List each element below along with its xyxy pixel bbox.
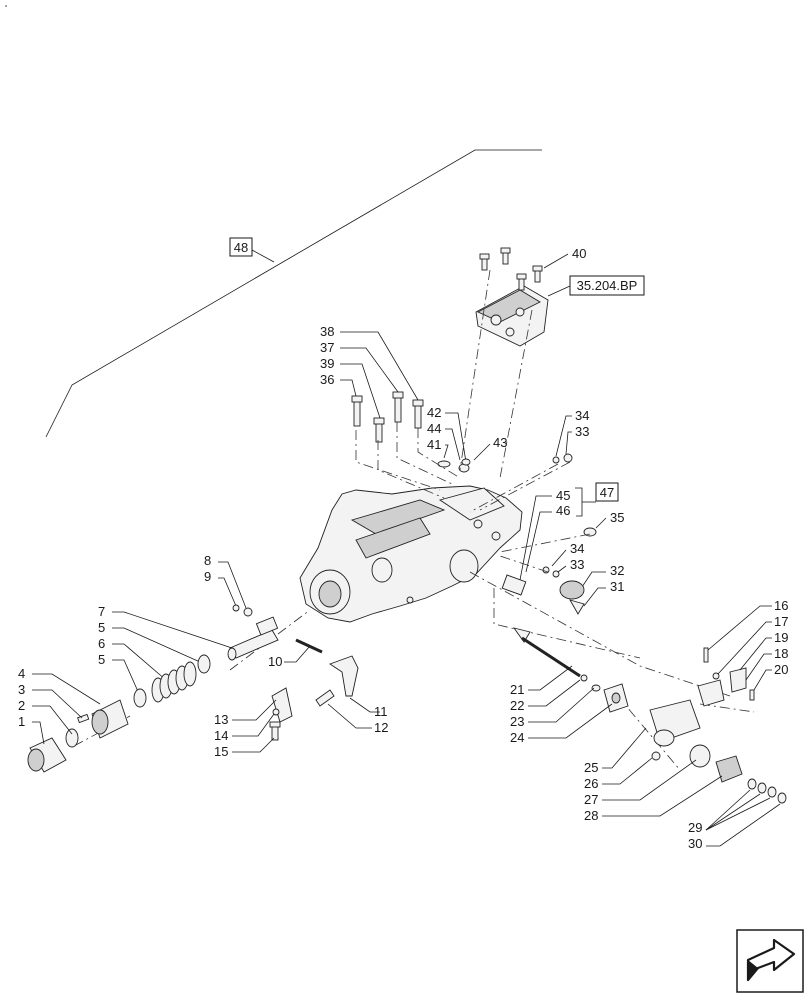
- svg-text:1: 1: [18, 714, 25, 729]
- svg-text:3: 3: [18, 682, 25, 697]
- callouts-45-46: 45 46: [501, 487, 596, 596]
- svg-text:24: 24: [510, 730, 524, 745]
- svg-text:38: 38: [320, 324, 334, 339]
- svg-text:33: 33: [570, 557, 584, 572]
- svg-text:2: 2: [18, 698, 25, 713]
- svg-text:19: 19: [774, 630, 788, 645]
- svg-text:43: 43: [493, 435, 507, 450]
- callouts-left-upper: 7 5 6 5: [98, 604, 233, 697]
- svg-text:6: 6: [98, 636, 105, 651]
- bolts-36-39: [351, 391, 424, 443]
- svg-text:31: 31: [610, 579, 624, 594]
- svg-text:37: 37: [320, 340, 334, 355]
- svg-text:47: 47: [600, 485, 614, 500]
- corner-dot: [5, 5, 7, 7]
- next-page-arrow-icon[interactable]: [736, 929, 804, 993]
- svg-text:35: 35: [610, 510, 624, 525]
- svg-text:5: 5: [98, 652, 105, 667]
- svg-text:9: 9: [204, 569, 211, 584]
- svg-text:35.204.BP: 35.204.BP: [577, 278, 638, 293]
- shaft-assembly-7: [227, 616, 279, 661]
- svg-text:33: 33: [575, 424, 589, 439]
- callouts-33-34-lower: 34 33: [542, 541, 584, 578]
- main-housing: [299, 485, 523, 623]
- svg-text:17: 17: [774, 614, 788, 629]
- ref-box-48[interactable]: 48: [229, 237, 253, 257]
- svg-text:23: 23: [510, 714, 524, 729]
- svg-text:28: 28: [584, 808, 598, 823]
- callouts-36-39: 38 37 39 36: [320, 324, 419, 419]
- svg-text:7: 7: [98, 604, 105, 619]
- lever-11-12: 11 12: [315, 655, 388, 735]
- callouts-31-32: 32 31: [559, 563, 624, 615]
- callout-40: 40: [572, 246, 586, 261]
- housing-parts-1-4: 4 3 2 1: [18, 666, 129, 773]
- svg-text:20: 20: [774, 662, 788, 677]
- svg-text:32: 32: [610, 563, 624, 578]
- svg-text:8: 8: [204, 553, 211, 568]
- svg-text:25: 25: [584, 760, 598, 775]
- washers-29-30: 29 30: [688, 778, 787, 851]
- leader-48: [45, 149, 542, 438]
- svg-text:13: 13: [214, 712, 228, 727]
- svg-text:11: 11: [374, 704, 388, 719]
- svg-text:5: 5: [98, 620, 105, 635]
- callout-35: 35: [583, 510, 624, 537]
- svg-text:16: 16: [774, 598, 788, 613]
- callouts-8-9: 8 9: [204, 553, 253, 617]
- ref-box-47[interactable]: 47: [595, 482, 619, 502]
- svg-text:42: 42: [427, 405, 441, 420]
- svg-text:14: 14: [214, 728, 228, 743]
- svg-text:15: 15: [214, 744, 228, 759]
- bracket-13-15: 13 14 15: [214, 687, 293, 759]
- svg-text:46: 46: [556, 503, 570, 518]
- svg-text:12: 12: [374, 720, 388, 735]
- rod-10: 10: [268, 638, 323, 669]
- svg-text:29: 29: [688, 820, 702, 835]
- svg-text:48: 48: [234, 240, 248, 255]
- callouts-33-34-upper: 34 33: [552, 408, 589, 464]
- callouts-41-44: 42 44 41 43: [427, 405, 507, 473]
- svg-text:36: 36: [320, 372, 334, 387]
- svg-text:30: 30: [688, 836, 702, 851]
- svg-text:44: 44: [427, 421, 441, 436]
- flange-25-28: 25 26 27 28: [584, 699, 743, 823]
- svg-text:41: 41: [427, 437, 441, 452]
- svg-text:18: 18: [774, 646, 788, 661]
- svg-text:26: 26: [584, 776, 598, 791]
- svg-text:45: 45: [556, 488, 570, 503]
- ref-box-35-204-bp[interactable]: 35.204.BP: [547, 275, 645, 297]
- washer-5-upper: [197, 654, 211, 674]
- svg-text:39: 39: [320, 356, 334, 371]
- valve-block: [475, 247, 549, 347]
- bracket-16-20: 16 17 19 18 20: [697, 598, 788, 707]
- svg-text:34: 34: [575, 408, 589, 423]
- svg-text:27: 27: [584, 792, 598, 807]
- shaft-21-24: 21 22 23 24: [510, 627, 629, 745]
- svg-text:10: 10: [268, 654, 282, 669]
- svg-text:21: 21: [510, 682, 524, 697]
- svg-text:34: 34: [570, 541, 584, 556]
- svg-text:4: 4: [18, 666, 25, 681]
- spring-6: [151, 661, 197, 703]
- washer-5-lower: [133, 688, 147, 708]
- svg-text:22: 22: [510, 698, 524, 713]
